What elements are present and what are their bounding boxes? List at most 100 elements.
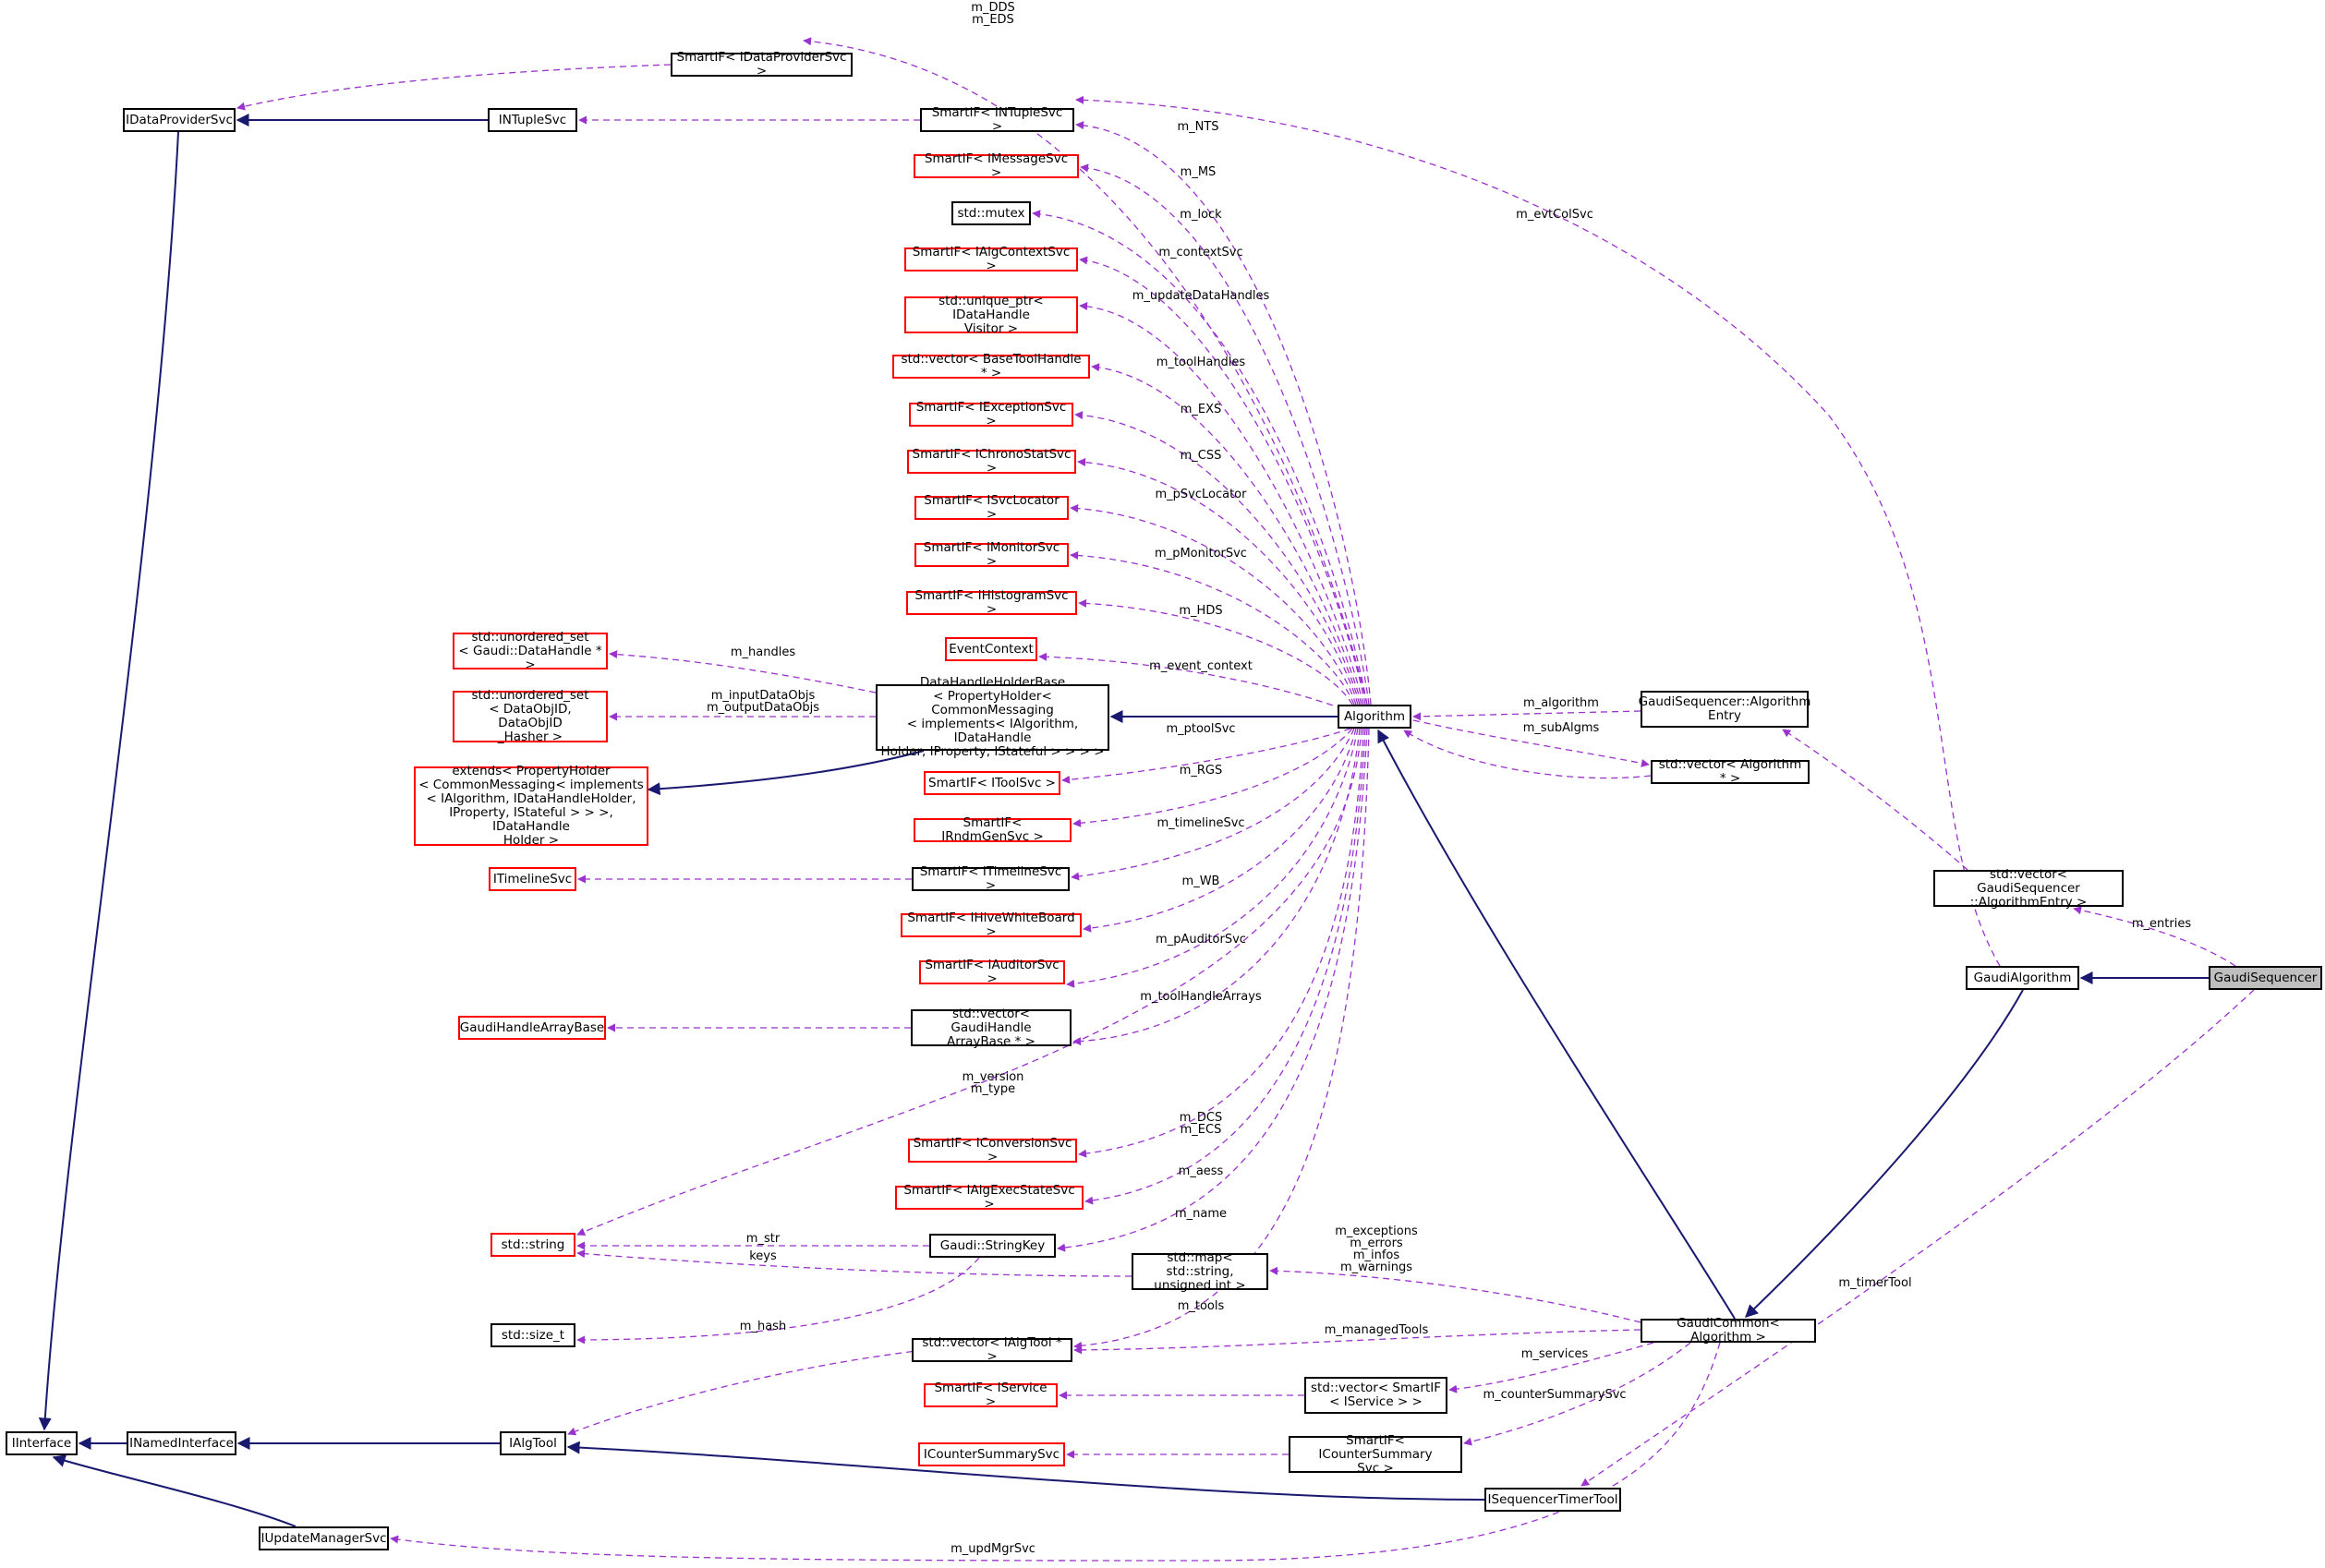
node-smartif-iauditorsvc[interactable]: SmartIF< IAuditorSvc > bbox=[919, 959, 1065, 986]
edge-m-timertool bbox=[1580, 989, 2255, 1487]
node-smartif-ihistogramsvc[interactable]: SmartIF< IHistogramSvc > bbox=[906, 589, 1077, 617]
edge-m-toolhandles bbox=[1091, 363, 1362, 706]
label-m-handles: m_handles bbox=[731, 645, 795, 659]
label-keys: keys bbox=[749, 1249, 777, 1263]
label-m-pmonitorsvc: m_pMonitorSvc bbox=[1155, 547, 1247, 561]
node-smartif-icountersummarysvc[interactable]: SmartIF< ICounterSummary Svc > bbox=[1289, 1433, 1462, 1475]
node-iinterface[interactable]: IInterface bbox=[6, 1431, 78, 1455]
node-icountersummarysvc[interactable]: ICounterSummarySvc bbox=[918, 1442, 1065, 1466]
edge-m-handles bbox=[609, 650, 877, 694]
node-smartif-ialgcontextsvc[interactable]: SmartIF< IAlgContextSvc > bbox=[904, 246, 1078, 273]
edge-m-subalgms bbox=[1412, 719, 1650, 767]
node-unordered-set-datahandle[interactable]: std::unordered_set < Gaudi::DataHandle *… bbox=[453, 630, 608, 671]
edge-m-dds-eds bbox=[803, 37, 1368, 706]
label-m-rgs: m_RGS bbox=[1180, 764, 1223, 778]
edge-m-ms bbox=[1080, 163, 1370, 706]
edge-m-aess bbox=[1084, 728, 1366, 1205]
label-m-services: m_services bbox=[1521, 1347, 1589, 1361]
node-smartif-irndmgensvc[interactable]: SmartIF< IRndmGenSvc > bbox=[914, 816, 1072, 844]
node-gaudisequencer[interactable]: GaudiSequencer bbox=[2209, 966, 2322, 990]
edge-m-evtcolsvc bbox=[1075, 95, 2001, 967]
node-smartif-isvclocator[interactable]: SmartIF< ISvcLocator > bbox=[914, 494, 1069, 522]
node-vector-smartif-iservice[interactable]: std::vector< SmartIF < IService > > bbox=[1304, 1377, 1447, 1414]
node-gaudicommon[interactable]: GaudiCommon< Algorithm > bbox=[1641, 1317, 1816, 1345]
node-smartif-idataprovidersvc[interactable]: SmartIF< IDataProviderSvc > bbox=[671, 51, 853, 78]
node-vector-algorithmentry[interactable]: std::vector< GaudiSequencer ::AlgorithmE… bbox=[1933, 867, 2124, 909]
edge-datahandleholderbase-extends bbox=[647, 750, 925, 796]
node-ialgtool[interactable]: IAlgTool bbox=[500, 1431, 566, 1455]
node-smartif-itoolsvc[interactable]: SmartIF< IToolSvc > bbox=[924, 771, 1060, 795]
edge-m-toolhandlearrays bbox=[1072, 728, 1361, 1046]
node-eventcontext[interactable]: EventContext bbox=[945, 637, 1037, 661]
node-std-mutex[interactable]: std::mutex bbox=[951, 201, 1031, 225]
edge-gaudicommon-algorithm bbox=[1377, 729, 1736, 1320]
node-smartif-iexceptionsvc[interactable]: SmartIF< IExceptionSvc > bbox=[909, 401, 1073, 428]
label-m-timertool: m_timerTool bbox=[1838, 1276, 1911, 1290]
node-smartif-ichronostatsvc[interactable]: SmartIF< IChronoStatSvc > bbox=[907, 448, 1076, 476]
node-itimelinesvc[interactable]: ITimelineSvc bbox=[489, 867, 576, 891]
node-gaudisequencer-algorithmentry[interactable]: GaudiSequencer::Algorithm Entry bbox=[1639, 691, 1810, 728]
edge-elements-tool bbox=[567, 1349, 925, 1436]
node-vector-ialgtool[interactable]: std::vector< IAlgTool * > bbox=[912, 1336, 1072, 1364]
edge-m-pmonitorsvc bbox=[1070, 550, 1355, 706]
label-m-evtcolsvc: m_evtColSvc bbox=[1516, 208, 1593, 222]
node-vector-basetoolhandle[interactable]: std::vector< BaseToolHandle * > bbox=[892, 353, 1090, 380]
node-std-string[interactable]: std::string bbox=[490, 1233, 575, 1257]
edge-idataprovidersvc-iinterface bbox=[38, 131, 179, 1431]
edge-m-ptoolsvc bbox=[1061, 728, 1351, 784]
node-vector-algorithm[interactable]: std::vector< Algorithm * > bbox=[1651, 758, 1810, 786]
node-smartif-iconversionsvc[interactable]: SmartIF< IConversionSvc > bbox=[908, 1137, 1077, 1164]
label-m-name: m_name bbox=[1175, 1207, 1227, 1221]
node-smartif-itimelinesvc[interactable]: SmartIF< ITimelineSvc > bbox=[912, 865, 1070, 893]
node-smartif-imessagesvc[interactable]: SmartIF< IMessageSvc > bbox=[914, 152, 1079, 180]
edge-m-exceptions bbox=[1269, 1266, 1641, 1323]
node-unique-ptr-visitor[interactable]: std::unique_ptr< IDataHandle Visitor > bbox=[904, 294, 1078, 335]
node-inamedinterface[interactable]: INamedInterface bbox=[127, 1431, 236, 1455]
node-intuplesvc[interactable]: INTupleSvc bbox=[488, 108, 577, 132]
node-smartif-intuplesvc[interactable]: SmartIF< INTupleSvc > bbox=[920, 106, 1074, 134]
label-m-exs: m_EXS bbox=[1181, 403, 1222, 416]
node-idataprovidersvc[interactable]: IDataProviderSvc bbox=[123, 108, 236, 132]
label-m-subalgms: m_subAlgms bbox=[1523, 721, 1600, 735]
edge-m-exs bbox=[1074, 411, 1361, 706]
node-gaudialgorithm[interactable]: GaudiAlgorithm bbox=[1966, 966, 2079, 990]
edge-m-updmgrsvc bbox=[390, 1342, 1721, 1562]
edge-m-interface-dp bbox=[236, 64, 672, 111]
label-m-managedtools: m_managedTools bbox=[1325, 1323, 1429, 1337]
node-datahandleholderbase[interactable]: DataHandleHolderBase < PropertyHolder< C… bbox=[876, 676, 1109, 759]
label-m-aess: m_aess bbox=[1179, 1164, 1224, 1178]
label-m-pauditorsvc: m_pAuditorSvc bbox=[1156, 933, 1246, 947]
label-m-wb: m_WB bbox=[1182, 874, 1220, 888]
label-m-tools: m_tools bbox=[1178, 1299, 1225, 1313]
node-smartif-ihivewhiteboard[interactable]: SmartIF< IHiveWhiteBoard > bbox=[901, 911, 1082, 939]
edge-m-version-type bbox=[576, 728, 1362, 1236]
node-iupdatemanagersvc[interactable]: IUpdateManagerSvc bbox=[259, 1526, 389, 1550]
node-smartif-ialgexecstatesvc[interactable]: SmartIF< IAlgExecStateSvc > bbox=[895, 1184, 1084, 1212]
node-gaudihandlearraybase[interactable]: GaudiHandleArrayBase bbox=[458, 1016, 606, 1040]
node-algorithm[interactable]: Algorithm bbox=[1338, 705, 1411, 729]
node-gaudi-stringkey[interactable]: Gaudi::StringKey bbox=[929, 1234, 1056, 1258]
node-extends-propertyholder[interactable]: extends< PropertyHolder < CommonMessagin… bbox=[414, 765, 648, 848]
label-m-timelinesvc: m_timelineSvc bbox=[1156, 816, 1244, 830]
edge-m-wb bbox=[1083, 728, 1357, 933]
edge-m-psvclocator bbox=[1070, 504, 1357, 706]
node-std-size-t[interactable]: std::size_t bbox=[490, 1323, 575, 1347]
node-isequencertimertool[interactable]: ISequencerTimerTool bbox=[1484, 1488, 1621, 1512]
node-smartif-iservice[interactable]: SmartIF< IService > bbox=[924, 1381, 1058, 1409]
node-smartif-imonitorsvc[interactable]: SmartIF< IMonitorSvc > bbox=[914, 541, 1069, 569]
edge-m-nts bbox=[1075, 121, 1372, 706]
edge-m-hash bbox=[576, 1257, 980, 1345]
node-std-map[interactable]: std::map< std::string, unsigned int > bbox=[1132, 1250, 1268, 1292]
node-unordered-set-dataobjid[interactable]: std::unordered_set < DataObjID, DataObjI… bbox=[453, 689, 608, 744]
edge-m-dcs-ecs bbox=[1078, 728, 1364, 1158]
node-vector-gaudihandlearraybase[interactable]: std::vector< GaudiHandle ArrayBase * > bbox=[911, 1007, 1072, 1048]
label-m-lock: m_lock bbox=[1180, 208, 1222, 222]
edge-iupdatemanagersvc-iinterface bbox=[52, 1454, 297, 1527]
edge-m-hds bbox=[1078, 598, 1353, 706]
label-m-countersummarysvc: m_counterSummarySvc bbox=[1483, 1388, 1626, 1402]
edge-m-timelinesvc bbox=[1071, 728, 1355, 881]
